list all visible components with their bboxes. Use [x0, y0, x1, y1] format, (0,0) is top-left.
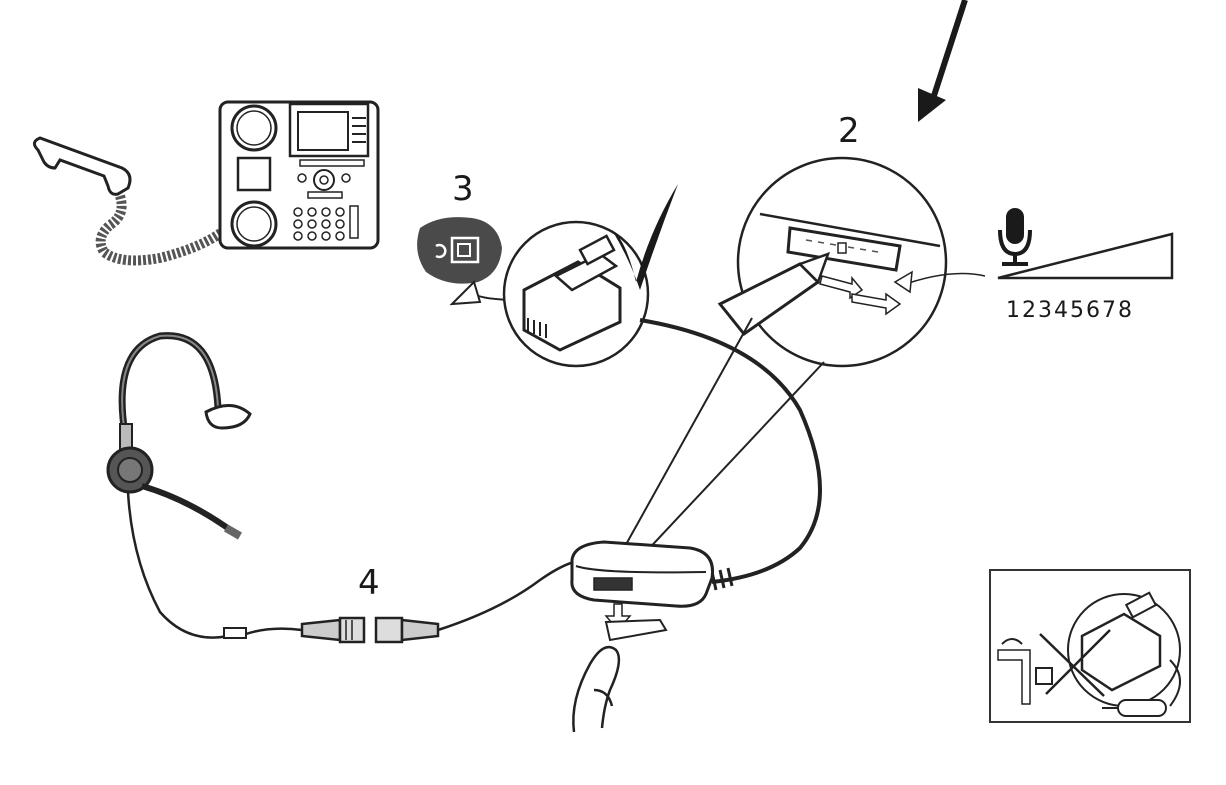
finger-icon: [572, 645, 621, 733]
qd-connector: [300, 560, 575, 644]
step-4-label: 4: [358, 563, 380, 603]
headset-port-icon: [417, 217, 521, 306]
mic-scale-numbers: 12345678: [1006, 298, 1134, 323]
amplifier-cable: [639, 318, 822, 584]
checkmark-icon: [612, 184, 678, 290]
microphone-icon: [998, 208, 1032, 266]
switch-detail-circle: [717, 156, 986, 368]
volume-wedge: [997, 232, 1174, 280]
pointer-arrow: [918, 0, 968, 122]
desk-phone-icon: [33, 100, 380, 266]
step-3-label: 3: [452, 169, 474, 209]
wrong-connection-inset: [989, 569, 1191, 723]
step-2-label: 2: [838, 111, 860, 151]
amplifier-unit: [570, 540, 715, 642]
plug-detail-circle: [502, 220, 650, 368]
headset-icon: [106, 332, 303, 639]
